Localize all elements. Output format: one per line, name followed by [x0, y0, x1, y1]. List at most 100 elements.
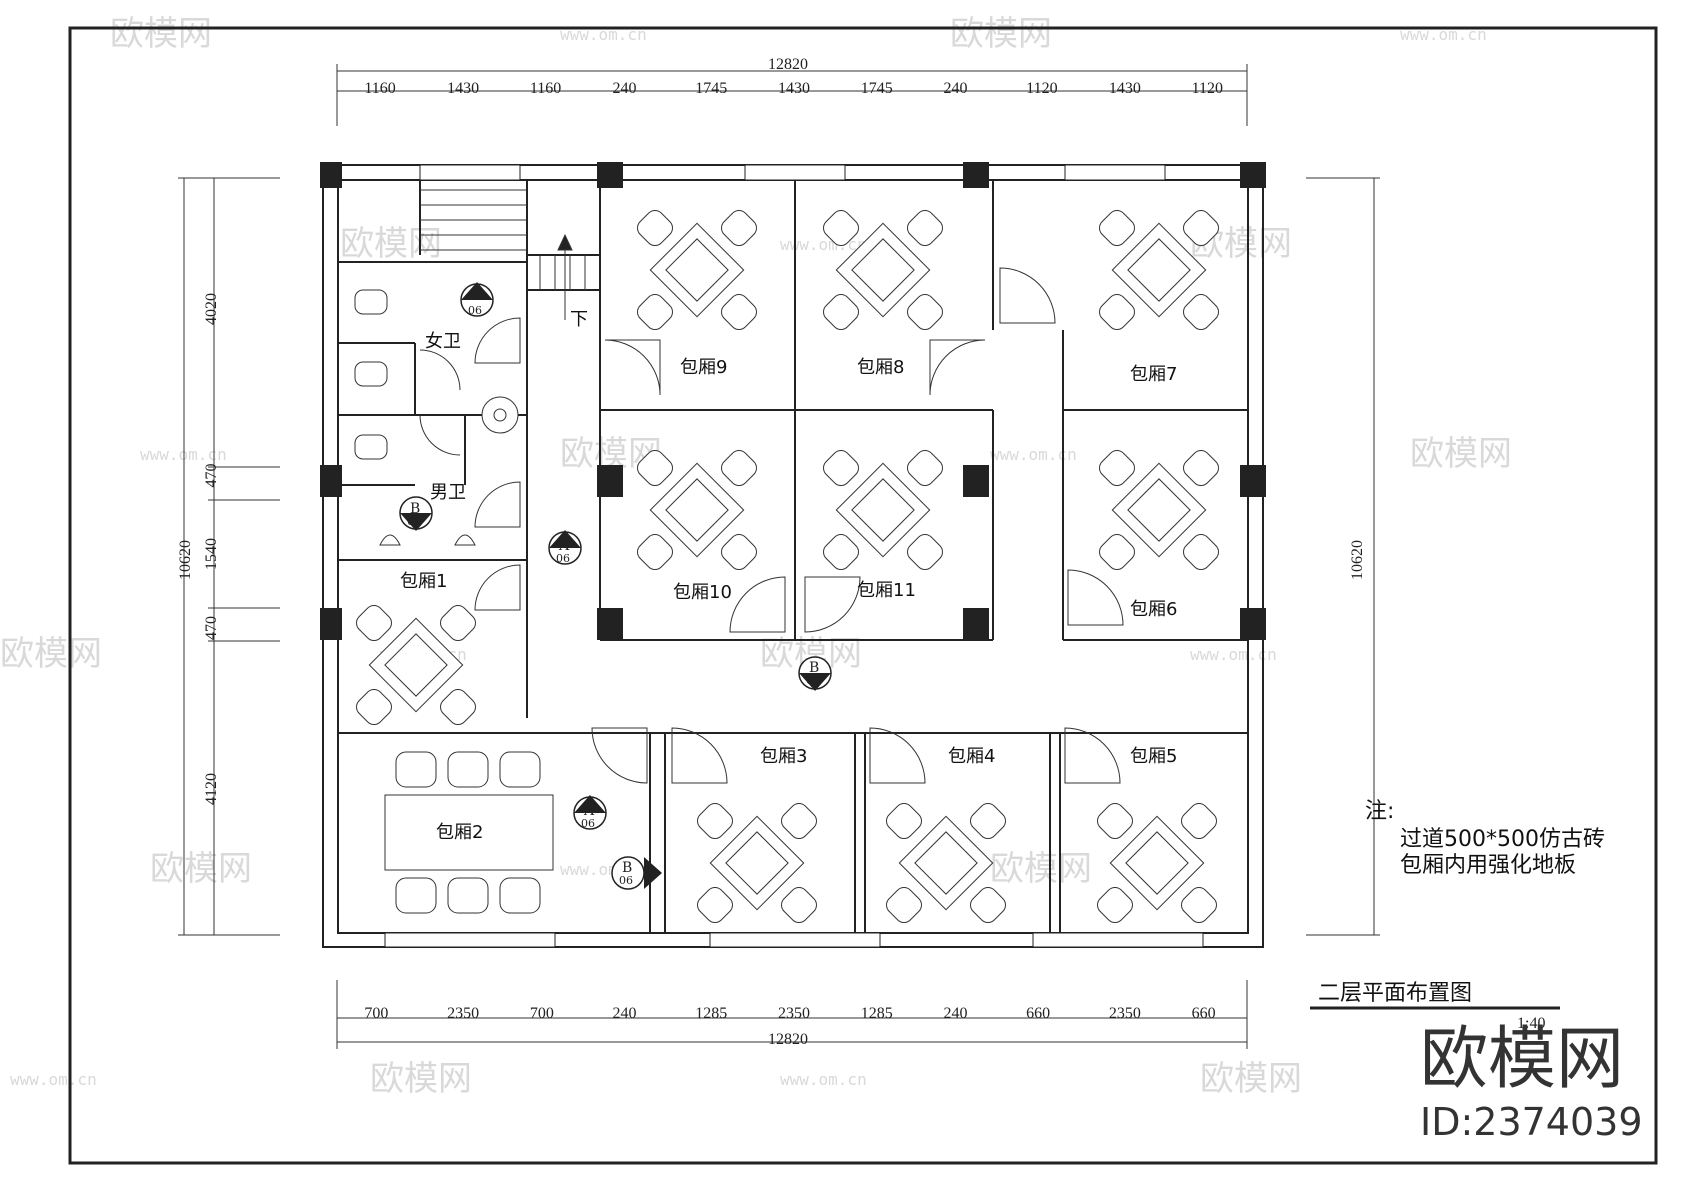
left-dimension: 4020 [203, 293, 220, 325]
room-label-3: 包厢3 [760, 746, 807, 767]
watermark: 欧模网 [370, 1059, 472, 1099]
watermark: 欧模网 [990, 849, 1092, 889]
top-dimension: 1430 [778, 80, 810, 97]
top-dimension: 1430 [1109, 80, 1141, 97]
notes-line-2: 包厢内用强化地板 [1400, 853, 1576, 878]
top-dimension: 1160 [530, 80, 561, 97]
bottom-dimension: 660 [1026, 1005, 1050, 1022]
mahjong-table [886, 803, 1006, 923]
brand-name: 欧模网 [1420, 1020, 1624, 1099]
svg-text:B: B [410, 501, 420, 517]
dimension-texts: 12820 12820 10620 10620 1160 1430 1160 240 1… [177, 56, 1366, 1048]
top-dimension: 240 [613, 80, 637, 97]
svg-text:A: A [558, 538, 570, 554]
watermark: 欧模网 [150, 849, 252, 889]
top-total-dim: 12820 [768, 56, 808, 73]
mahjong-table [1099, 210, 1219, 330]
left-dimension: 470 [203, 616, 220, 640]
svg-text:06: 06 [581, 817, 595, 830]
mahjong-table [823, 450, 943, 570]
notes-line-1: 过道500*500仿古砖 [1400, 827, 1605, 852]
mahjong-table [697, 803, 817, 923]
watermark-url: www.om.cn [1190, 645, 1277, 664]
elevation-marker-b: B 06 [399, 496, 433, 531]
bottom-dimension: 240 [613, 1005, 637, 1022]
toilets [354, 289, 519, 546]
bottom-dimension: 660 [1192, 1005, 1216, 1022]
mahjong-table [356, 605, 476, 725]
watermarks: 欧模网 www.om.cn 欧模网 www.om.cn 欧模网 www.om.c… [0, 14, 1512, 1099]
long-table [384, 751, 554, 914]
right-total-dim: 10620 [1349, 540, 1366, 580]
elevation-marker-b: B 06 [798, 656, 832, 691]
bottom-dimension: 1285 [861, 1005, 893, 1022]
room-label-2: 包厢2 [436, 822, 483, 843]
room-label-5: 包厢5 [1130, 746, 1177, 767]
elevation-marker-b: B 06 [460, 282, 494, 317]
room-label-10: 包厢10 [673, 582, 732, 603]
drawing-title: 二层平面布置图 1:40 [1310, 981, 1560, 1032]
mahjong-table [637, 210, 757, 330]
watermark: 欧模网 [1200, 1059, 1302, 1099]
room-labels: 包厢9 包厢8 包厢7 包厢6 包厢10 包厢11 包厢1 包厢2 包厢3 包厢… [400, 309, 1177, 843]
columns [320, 162, 1266, 640]
watermark: 欧模网 [340, 224, 442, 264]
left-dimension: 1540 [203, 538, 220, 570]
bottom-dimension: 1285 [695, 1005, 727, 1022]
bottom-total-dim: 12820 [768, 1031, 808, 1048]
mahjong-table [1097, 803, 1217, 923]
watermark-url: www.om.cn [990, 445, 1077, 464]
mahjong-table [1099, 450, 1219, 570]
brand-stamp: 欧模网 ID:2374039 [1420, 1020, 1643, 1144]
windows [384, 164, 1204, 948]
svg-text:06: 06 [407, 515, 421, 528]
mahjong-table [637, 450, 757, 570]
notes-heading: 注: [1365, 799, 1394, 824]
top-dimension: 1430 [447, 80, 479, 97]
top-dimension: 1745 [861, 80, 893, 97]
room-label-9: 包厢9 [680, 357, 727, 378]
left-dimension: 470 [203, 464, 220, 488]
top-dimension: 1120 [1026, 80, 1057, 97]
watermark: 欧模网 [110, 14, 212, 54]
dimension-lines [178, 64, 1380, 1049]
drawing-title-text: 二层平面布置图 [1318, 981, 1472, 1006]
svg-text:B: B [809, 660, 819, 676]
elevation-marker-a: A 06 [573, 795, 607, 830]
doors [419, 267, 1124, 784]
bottom-dimension: 2350 [1109, 1005, 1141, 1022]
bottom-dimension: 2350 [778, 1005, 810, 1022]
mahjong-tables [356, 210, 1219, 923]
svg-text:B: B [622, 860, 632, 876]
watermark-url: www.om.cn [560, 25, 647, 44]
watermark-url: www.om.cn [780, 1070, 867, 1089]
watermark-url: www.om.cn [140, 445, 227, 464]
bottom-dimension: 700 [364, 1005, 388, 1022]
svg-text:06: 06 [806, 674, 820, 687]
svg-text:06: 06 [556, 552, 570, 565]
watermark: 欧模网 [950, 14, 1052, 54]
room-label-4: 包厢4 [948, 746, 995, 767]
top-dimension: 1120 [1192, 80, 1223, 97]
mens-restroom-label: 男卫 [430, 482, 466, 503]
mahjong-table [823, 210, 943, 330]
watermark: 欧模网 [1410, 434, 1512, 474]
svg-text:06: 06 [619, 874, 633, 887]
brand-id: ID:2374039 [1420, 1100, 1643, 1144]
svg-text:06: 06 [468, 304, 482, 317]
top-dimension: 1160 [364, 80, 395, 97]
left-dimension: 4120 [203, 773, 220, 805]
elevation-marker-a: A 06 [548, 530, 582, 565]
room-label-7: 包厢7 [1130, 364, 1177, 385]
stairs [420, 189, 586, 320]
watermark-url: www.om.cn [1400, 25, 1487, 44]
top-dimension: 240 [943, 80, 967, 97]
svg-text:A: A [583, 803, 595, 819]
womens-restroom-label: 女卫 [425, 331, 461, 352]
watermark-url: www.om.cn [780, 235, 867, 254]
elevation-marker-b: B 06 [611, 856, 662, 890]
drawing-frame [68, 26, 1658, 1165]
left-total-dim: 10620 [177, 540, 194, 580]
svg-text:B: B [470, 288, 480, 304]
